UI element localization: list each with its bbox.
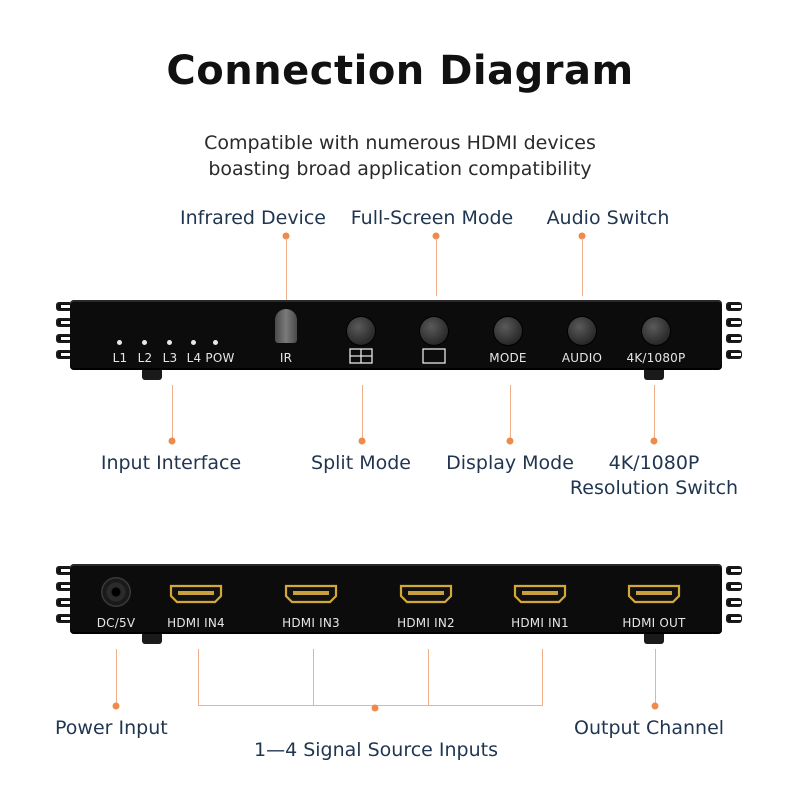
callout-resolution-line-1: 4K/1080P: [608, 452, 700, 474]
back-panel-body: DC/5V HDMI IN4 HDMI IN3 HDMI IN2 HDMI IN…: [70, 564, 722, 634]
hdmi-out-port[interactable]: [627, 584, 681, 604]
callout-dot-resolution: [650, 437, 658, 445]
dc-power-jack[interactable]: [101, 577, 131, 607]
fin-back-right-4: [726, 614, 742, 623]
callout-signal-source-inputs: 1—4 Signal Source Inputs: [253, 739, 499, 761]
foot-left: [142, 370, 162, 380]
led-label-l4: L4: [186, 351, 202, 365]
leader-line-audio: [582, 238, 583, 296]
callout-dot-split: [358, 437, 366, 445]
hdmi-in1-port[interactable]: [513, 584, 567, 604]
resolution-button[interactable]: [642, 317, 670, 345]
callout-output-channel: Output Channel: [574, 717, 725, 739]
callout-dot-audio: [578, 232, 586, 240]
ir-receiver-window: [275, 309, 297, 343]
fin-right-1: [726, 302, 742, 311]
resolution-label: 4K/1080P: [626, 351, 686, 365]
callout-infrared-device: Infrared Device: [180, 207, 326, 229]
bracket-line-in4: [198, 649, 199, 705]
led-l4: [191, 340, 196, 345]
callout-dot-display: [506, 437, 514, 445]
hdmi-in4-port[interactable]: [169, 584, 223, 604]
callout-dot-input: [168, 437, 176, 445]
hdmi-out-label: HDMI OUT: [622, 616, 686, 630]
led-label-pow: POW: [205, 351, 235, 365]
foot-right: [644, 370, 664, 380]
hdmi-in1-label: HDMI IN1: [511, 616, 569, 630]
subtitle-line-2: boasting broad application compatibility: [208, 158, 592, 180]
foot-back-left: [142, 634, 162, 644]
hdmi-in2-port[interactable]: [399, 584, 453, 604]
dc-label: DC/5V: [96, 616, 136, 630]
callout-split-mode: Split Mode: [311, 452, 411, 474]
bracket-bottom-line: [198, 705, 543, 706]
split-grid-icon: [349, 348, 373, 364]
subtitle-line-1: Compatible with numerous HDMI devices: [204, 132, 596, 154]
callout-display-mode: Display Mode: [446, 452, 574, 474]
callout-dot-sources: [371, 704, 379, 712]
fin-right-2: [726, 318, 742, 327]
full-screen-icon: [422, 348, 446, 364]
led-label-l2: L2: [137, 351, 153, 365]
fin-back-right-3: [726, 598, 742, 607]
leader-line-infrared: [286, 238, 287, 308]
callout-audio-switch: Audio Switch: [546, 207, 670, 229]
callout-dot-power: [112, 702, 120, 710]
fin-back-right-2: [726, 582, 742, 591]
split-mode-button[interactable]: [347, 317, 375, 345]
led-l1: [117, 340, 122, 345]
leader-line-output: [655, 649, 656, 705]
fin-back-right-1: [726, 566, 742, 575]
callout-dot-fullscreen: [432, 232, 440, 240]
leader-line-display: [510, 385, 511, 440]
ir-label: IR: [279, 351, 293, 365]
bracket-line-in3: [313, 649, 314, 705]
bracket-line-in1: [542, 649, 543, 705]
hdmi-in2-label: HDMI IN2: [397, 616, 455, 630]
led-label-l1: L1: [112, 351, 128, 365]
callout-power-input: Power Input: [55, 717, 168, 739]
led-label-l3: L3: [162, 351, 178, 365]
led-l2: [142, 340, 147, 345]
led-l3: [167, 340, 172, 345]
foot-back-right: [644, 634, 664, 644]
hdmi-in3-port[interactable]: [284, 584, 338, 604]
hdmi-in4-label: HDMI IN4: [167, 616, 225, 630]
hdmi-in3-label: HDMI IN3: [282, 616, 340, 630]
leader-line-fullscreen: [436, 238, 437, 296]
front-panel-body: L1 L2 L3 L4 POW IR MODE AUDIO 4K/1080P: [70, 300, 722, 370]
mode-label: MODE: [489, 351, 527, 365]
leader-line-split: [362, 385, 363, 440]
page-title: Connection Diagram: [166, 48, 634, 94]
callout-input-interface: Input Interface: [100, 452, 242, 474]
full-screen-button[interactable]: [420, 317, 448, 345]
audio-label: AUDIO: [561, 351, 603, 365]
leader-line-input: [172, 385, 173, 440]
callout-dot-infrared: [282, 232, 290, 240]
callout-resolution-switch: 4K/1080P Resolution Switch: [570, 451, 738, 501]
fin-right-3: [726, 334, 742, 343]
callout-full-screen-mode: Full-Screen Mode: [350, 207, 514, 229]
leader-line-power: [116, 649, 117, 705]
bracket-line-in2: [428, 649, 429, 705]
mode-button[interactable]: [494, 317, 522, 345]
audio-button[interactable]: [568, 317, 596, 345]
leader-line-resolution: [654, 385, 655, 440]
callout-resolution-line-2: Resolution Switch: [569, 477, 739, 499]
page-subtitle: Compatible with numerous HDMI devices bo…: [0, 130, 800, 182]
fin-right-4: [726, 350, 742, 359]
led-pow: [213, 340, 218, 345]
callout-dot-output: [651, 702, 659, 710]
